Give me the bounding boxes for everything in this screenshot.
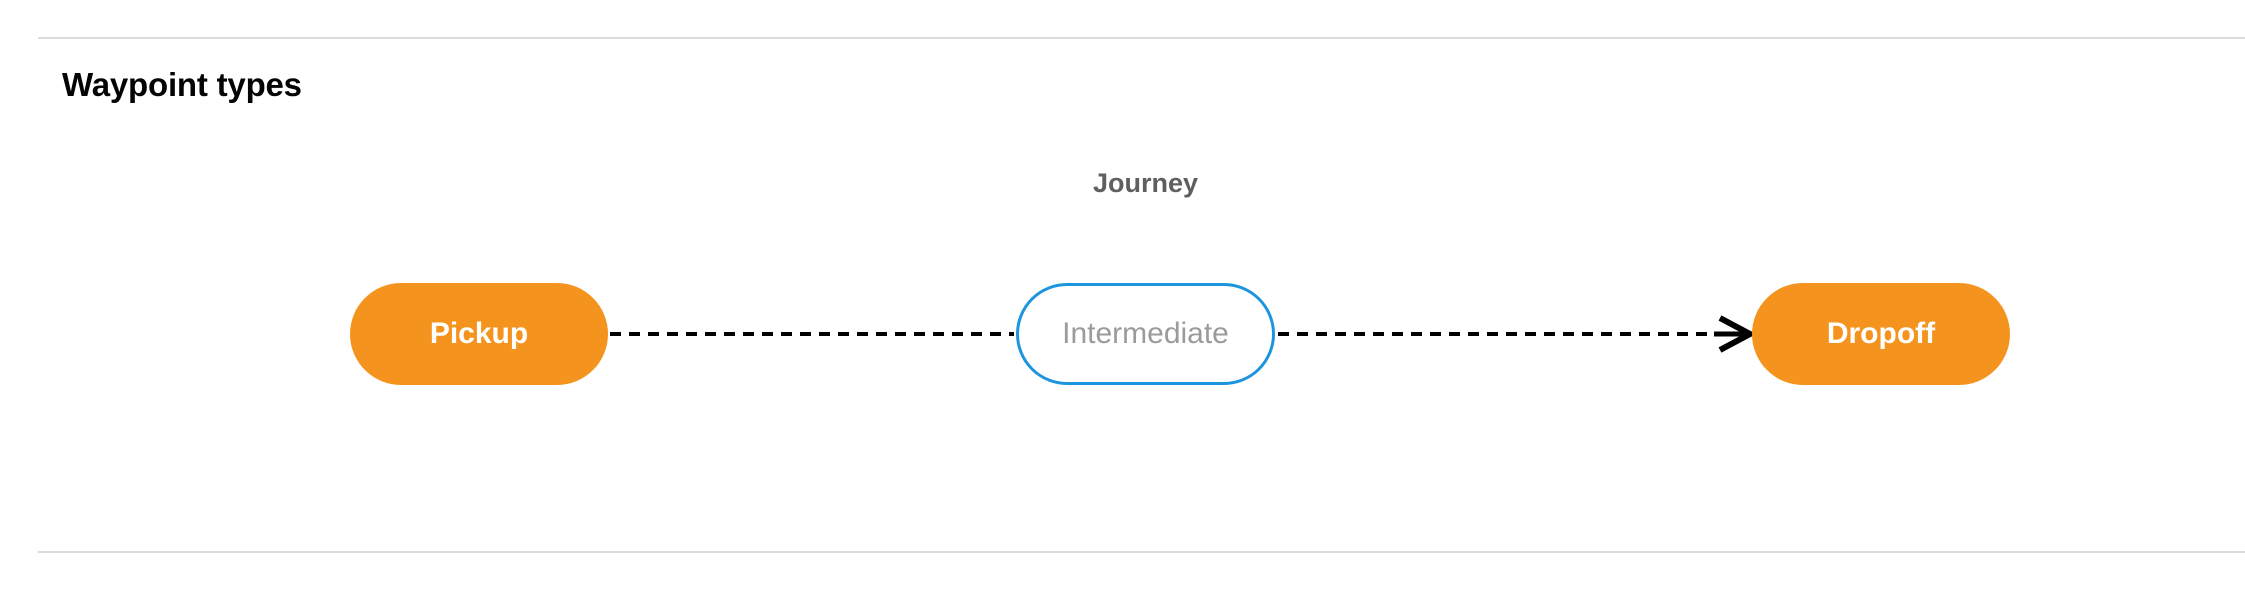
node-intermediate[interactable]: Intermediate [1016, 283, 1275, 385]
node-dropoff-label: Dropoff [1826, 317, 1936, 350]
node-pickup-label: Pickup [429, 317, 529, 350]
node-pickup[interactable]: Pickup [350, 283, 608, 385]
section-top-divider [38, 37, 2245, 39]
node-intermediate-label: Intermediate [1062, 317, 1229, 350]
journey-group-label: Journey [1092, 168, 1199, 198]
page-title: Waypoint types [62, 66, 302, 103]
node-dropoff[interactable]: Dropoff [1752, 283, 2010, 385]
arrowhead-icon [1718, 315, 1757, 353]
section-bottom-divider [38, 551, 2245, 553]
